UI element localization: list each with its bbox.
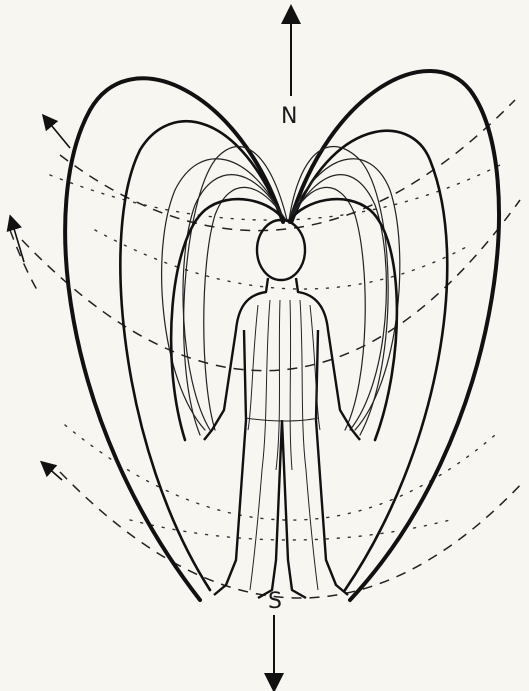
arc-arrows	[12, 120, 70, 480]
north-pole-label: N	[281, 104, 297, 129]
inner-field-lines	[162, 147, 400, 441]
figure-body-outline	[204, 278, 360, 598]
field-line-second-right	[292, 131, 447, 590]
dashed-arc-4	[10, 230, 40, 295]
south-pole-label: S	[268, 589, 282, 614]
field-line-arm-right	[290, 199, 397, 440]
human-figure	[204, 220, 360, 598]
